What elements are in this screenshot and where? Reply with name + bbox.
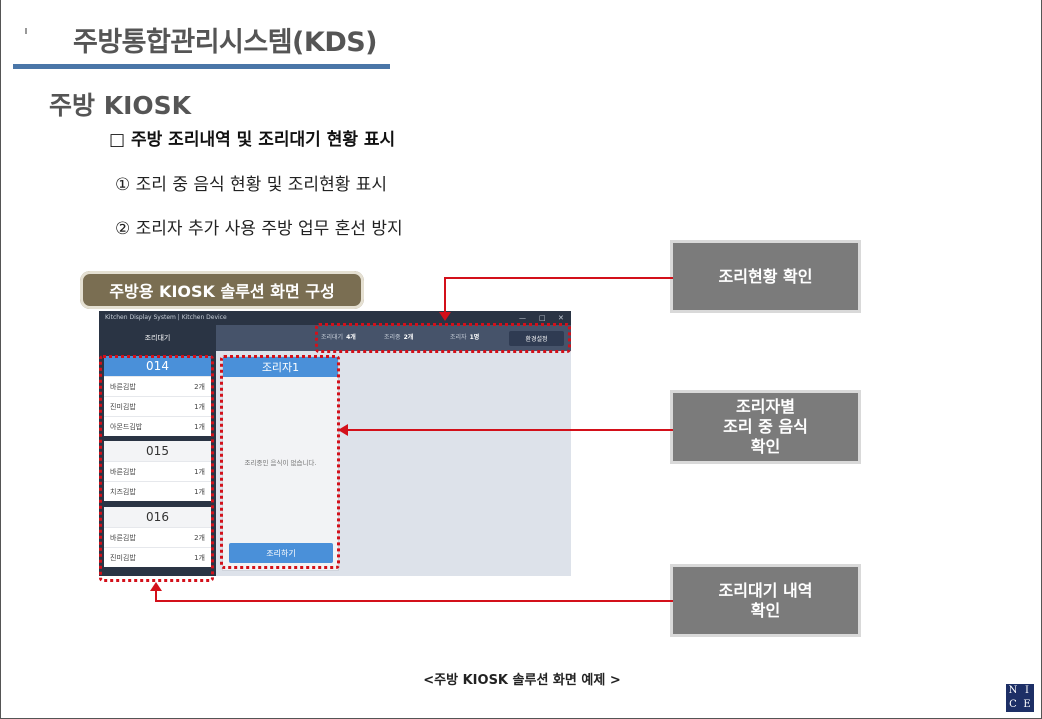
maximize-icon[interactable]: □ [539, 314, 546, 322]
arrow-down-icon [439, 312, 451, 321]
callout-line: 조리자별 [736, 397, 795, 416]
connector-waiting-vertical [155, 589, 157, 602]
connector-cook [347, 429, 673, 431]
empty-message: 조리중인 음식이 없습니다. [244, 459, 317, 467]
cook-name: 조리자1 [223, 357, 338, 377]
kds-window-title: Kitchen Display System | Kitchen Device [99, 311, 571, 325]
nice-logo: N I C E [1006, 684, 1034, 712]
item-name: 바른김밥 [110, 467, 136, 476]
logo-letter: N [1008, 685, 1018, 696]
close-icon[interactable]: ✕ [558, 314, 564, 322]
stat-value: 4개 [346, 334, 356, 341]
item-qty: 1개 [194, 553, 205, 562]
order-item: 아몬드김밥 1개 [104, 416, 211, 436]
item-name: 진미김밥 [110, 402, 136, 411]
section-label-badge: 주방용 KIOSK 솔루션 화면 구성 [80, 271, 364, 309]
cook-panel: 조리자1 조리중인 음식이 없습니다. 조리하기 [222, 356, 339, 571]
callout-line: 확인 [750, 600, 781, 620]
item-qty: 1개 [194, 467, 205, 476]
arrow-left-icon [338, 424, 348, 436]
connector-status-horizontal [444, 277, 673, 279]
item-qty: 2개 [194, 382, 205, 391]
stat-label: 조리자 [450, 334, 467, 341]
figure-caption: <주방 KIOSK 솔루션 화면 예제 > [423, 673, 621, 688]
stat-label: 조리중 [384, 334, 401, 341]
stat-label: 조리대기 [321, 334, 344, 341]
order-number: 015 [146, 444, 169, 458]
order-item: 치즈김밥 1개 [104, 481, 211, 501]
order-item: 진미김밥 1개 [104, 396, 211, 416]
logo-letter: E [1023, 699, 1031, 710]
order-item: 바른김밥 2개 [104, 376, 211, 396]
connector-status-vertical [444, 277, 446, 313]
order-sidebar: 014 바른김밥 2개 진미김밥 1개 아몬드김밥 1개 015 바른김밥 1개 치즈김… [99, 351, 216, 576]
item-name: 바른김밥 [110, 382, 136, 391]
sidebar-header-waiting: 조리대기 [99, 325, 216, 351]
item-qty: 1개 [194, 402, 205, 411]
bullet-2: ② 조리자 추가 사용 주방 업무 혼선 방지 [115, 219, 403, 239]
feature-heading: □ 주방 조리내역 및 조리대기 현황 표시 [109, 130, 396, 150]
callout-per-cook: 조리자별 조리 중 음식 확인 [673, 393, 858, 461]
order-number: 014 [104, 356, 211, 376]
item-name: 치즈김밥 [110, 487, 136, 496]
callout-line: 조리 중 음식 [723, 417, 808, 436]
settings-button[interactable]: 환경설정 [509, 331, 564, 346]
order-card-016[interactable]: 016 바른김밥 2개 진미김밥 1개 [104, 507, 211, 567]
highlight-cook-panel [220, 355, 340, 569]
logo-letter: C [1009, 699, 1017, 710]
title-underline [13, 64, 390, 69]
order-number: 016 [146, 510, 169, 524]
bullet-1: ① 조리 중 음식 현황 및 조리현황 표시 [115, 175, 388, 195]
logo-letter: I [1025, 685, 1029, 696]
arrow-up-icon [150, 582, 162, 591]
item-qty: 1개 [194, 422, 205, 431]
callout-waiting-list: 조리대기 내역 확인 [673, 567, 858, 634]
highlight-waiting-list [99, 355, 214, 582]
section-title: 주방 KIOSK [49, 91, 192, 120]
stat-value: 1명 [469, 334, 480, 341]
order-item: 바른김밥 2개 [104, 527, 211, 547]
minimize-icon[interactable]: — [519, 314, 526, 322]
callout-cooking-status: 조리현황 확인 [673, 243, 858, 310]
decorative-tick [25, 28, 27, 34]
callout-line: 확인 [750, 437, 781, 456]
item-name: 바른김밥 [110, 533, 136, 542]
item-qty: 1개 [194, 487, 205, 496]
callout-line: 조리대기 내역 [718, 580, 813, 600]
start-cooking-button[interactable]: 조리하기 [229, 543, 333, 563]
connector-waiting-horizontal [155, 600, 673, 602]
item-qty: 2개 [194, 533, 205, 542]
item-name: 아몬드김밥 [110, 422, 143, 431]
page-title: 주방통합관리시스템(KDS) [73, 27, 378, 58]
order-item: 진미김밥 1개 [104, 547, 211, 567]
highlight-status-bar [315, 323, 571, 353]
stat-value: 2개 [403, 334, 414, 341]
order-item: 바른김밥 1개 [104, 461, 211, 481]
item-name: 진미김밥 [110, 553, 136, 562]
order-card-014[interactable]: 014 바른김밥 2개 진미김밥 1개 아몬드김밥 1개 [104, 356, 211, 436]
order-card-015[interactable]: 015 바른김밥 1개 치즈김밥 1개 [104, 441, 211, 501]
